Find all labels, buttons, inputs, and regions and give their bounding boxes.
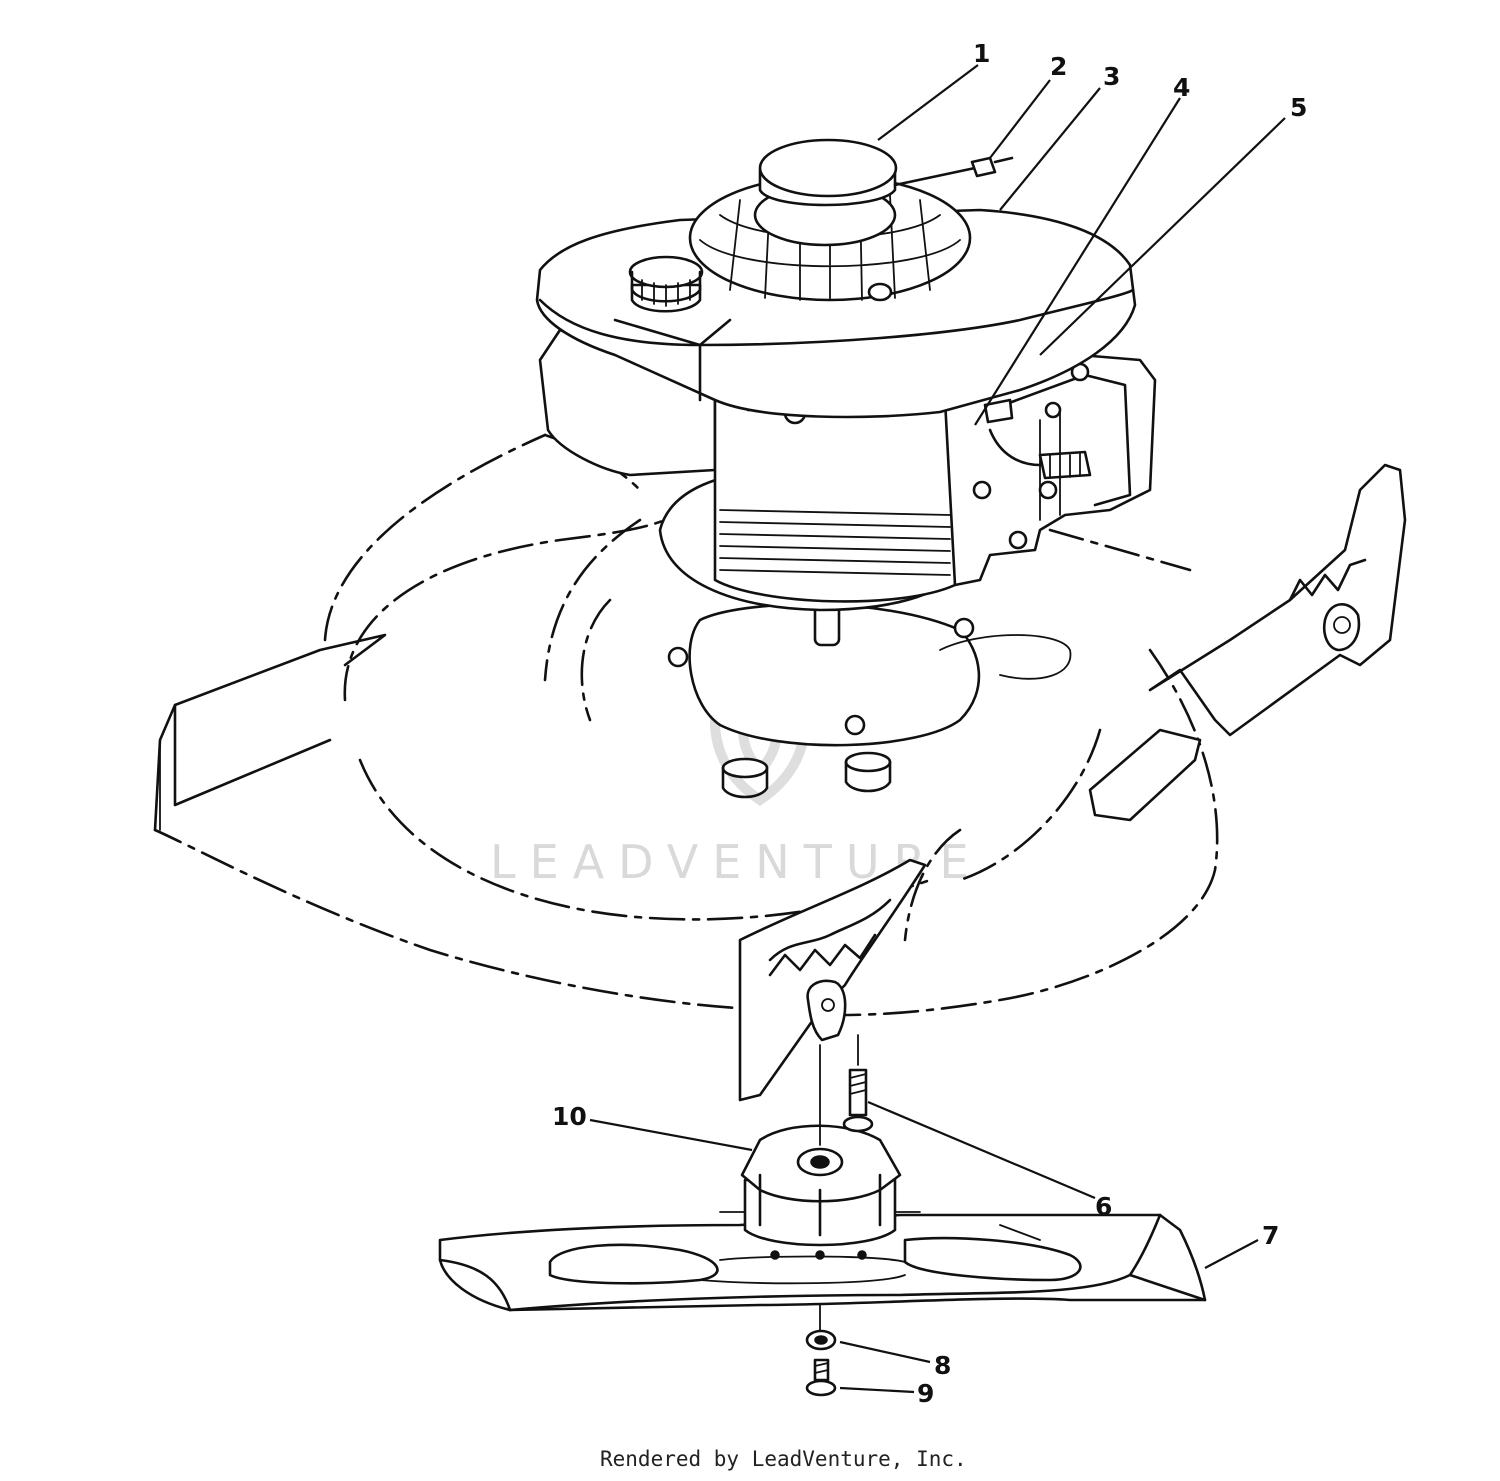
callout-2: 2 [1050,52,1067,81]
credit-line: Rendered by LeadVenture, Inc. [600,1447,967,1471]
callout-9: 9 [917,1379,934,1408]
mower-deck [153,433,1407,1102]
callout-1: 1 [973,39,990,68]
callout-leaders [589,64,1286,1394]
callout-8: 8 [934,1351,951,1380]
engine [535,138,1157,612]
blade-assembly [438,1034,1207,1397]
callout-4: 4 [1173,73,1190,102]
callout-labels: 1 2 3 4 5 6 7 8 9 10 [552,39,1307,1408]
cooling-fins [719,509,951,576]
callout-7: 7 [1262,1221,1279,1250]
callout-5: 5 [1290,93,1307,122]
callout-10: 10 [552,1102,587,1131]
callout-3: 3 [1103,62,1120,91]
callout-6: 6 [1095,1192,1112,1221]
